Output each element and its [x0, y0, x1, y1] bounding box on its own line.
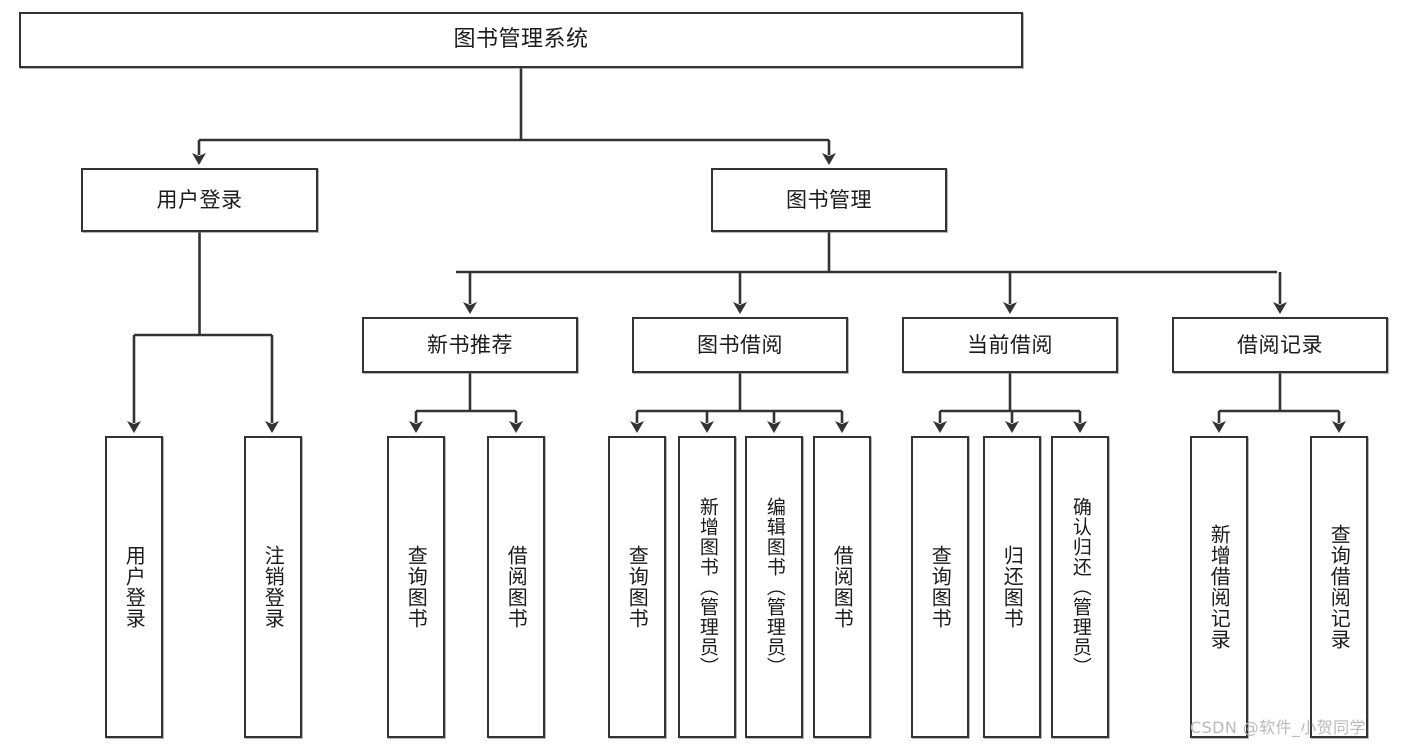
leaf-user-login[interactable]: 用户登录 [105, 436, 163, 738]
leaf-borrow-book-2[interactable]: 借阅图书 [813, 436, 871, 738]
csdn-watermark: CSDN @软件_小贺同学 [1190, 718, 1366, 737]
node-user-login-label: 用户登录 [156, 187, 243, 212]
leaf-confirm-return[interactable]: 确认归还（管理员） [1051, 436, 1109, 738]
leaf-borrow-book-1-label: 借阅图书 [504, 545, 529, 629]
leaf-query-book-1-label: 查询图书 [404, 545, 429, 629]
leaf-logout-login-label: 注销登录 [261, 545, 286, 629]
node-user-login[interactable]: 用户登录 [81, 168, 318, 232]
leaf-user-login-label: 用户登录 [122, 545, 147, 629]
node-book-manage[interactable]: 图书管理 [711, 168, 947, 232]
node-borrow-record-label: 借阅记录 [1237, 332, 1323, 357]
node-root-label: 图书管理系统 [453, 27, 589, 53]
node-book-manage-label: 图书管理 [786, 187, 872, 212]
leaf-return-book-label: 归还图书 [1000, 545, 1025, 629]
leaf-query-book-1[interactable]: 查询图书 [387, 436, 445, 738]
node-root[interactable]: 图书管理系统 [19, 12, 1023, 68]
leaf-add-book-admin[interactable]: 新增图书（管理员） [678, 436, 736, 738]
leaf-query-book-3[interactable]: 查询图书 [911, 436, 969, 738]
leaf-edit-book-admin-label: 编辑图书（管理员） [763, 497, 786, 677]
leaf-borrow-book-1[interactable]: 借阅图书 [487, 436, 545, 738]
node-current-borrow-label: 当前借阅 [967, 332, 1053, 357]
node-current-borrow[interactable]: 当前借阅 [902, 317, 1118, 373]
node-book-borrow[interactable]: 图书借阅 [632, 317, 848, 373]
leaf-add-borrow-record-label: 新增借阅记录 [1207, 524, 1232, 650]
leaf-query-book-2[interactable]: 查询图书 [608, 436, 666, 738]
leaf-edit-book-admin[interactable]: 编辑图书（管理员） [745, 436, 803, 738]
node-new-book-recommend[interactable]: 新书推荐 [362, 317, 578, 373]
leaf-logout-login[interactable]: 注销登录 [244, 436, 302, 738]
leaf-add-book-admin-label: 新增图书（管理员） [696, 497, 719, 677]
leaf-return-book[interactable]: 归还图书 [983, 436, 1041, 738]
leaf-query-borrow-record[interactable]: 查询借阅记录 [1310, 436, 1368, 738]
node-borrow-record[interactable]: 借阅记录 [1172, 317, 1388, 373]
leaf-add-borrow-record[interactable]: 新增借阅记录 [1190, 436, 1248, 738]
leaf-query-borrow-record-label: 查询借阅记录 [1327, 524, 1352, 650]
leaf-borrow-book-2-label: 借阅图书 [830, 545, 855, 629]
leaf-confirm-return-label: 确认归还（管理员） [1069, 497, 1092, 677]
leaf-query-book-3-label: 查询图书 [928, 545, 953, 629]
node-book-borrow-label: 图书借阅 [697, 332, 783, 357]
node-new-book-recommend-label: 新书推荐 [427, 332, 513, 357]
leaf-query-book-2-label: 查询图书 [625, 545, 650, 629]
